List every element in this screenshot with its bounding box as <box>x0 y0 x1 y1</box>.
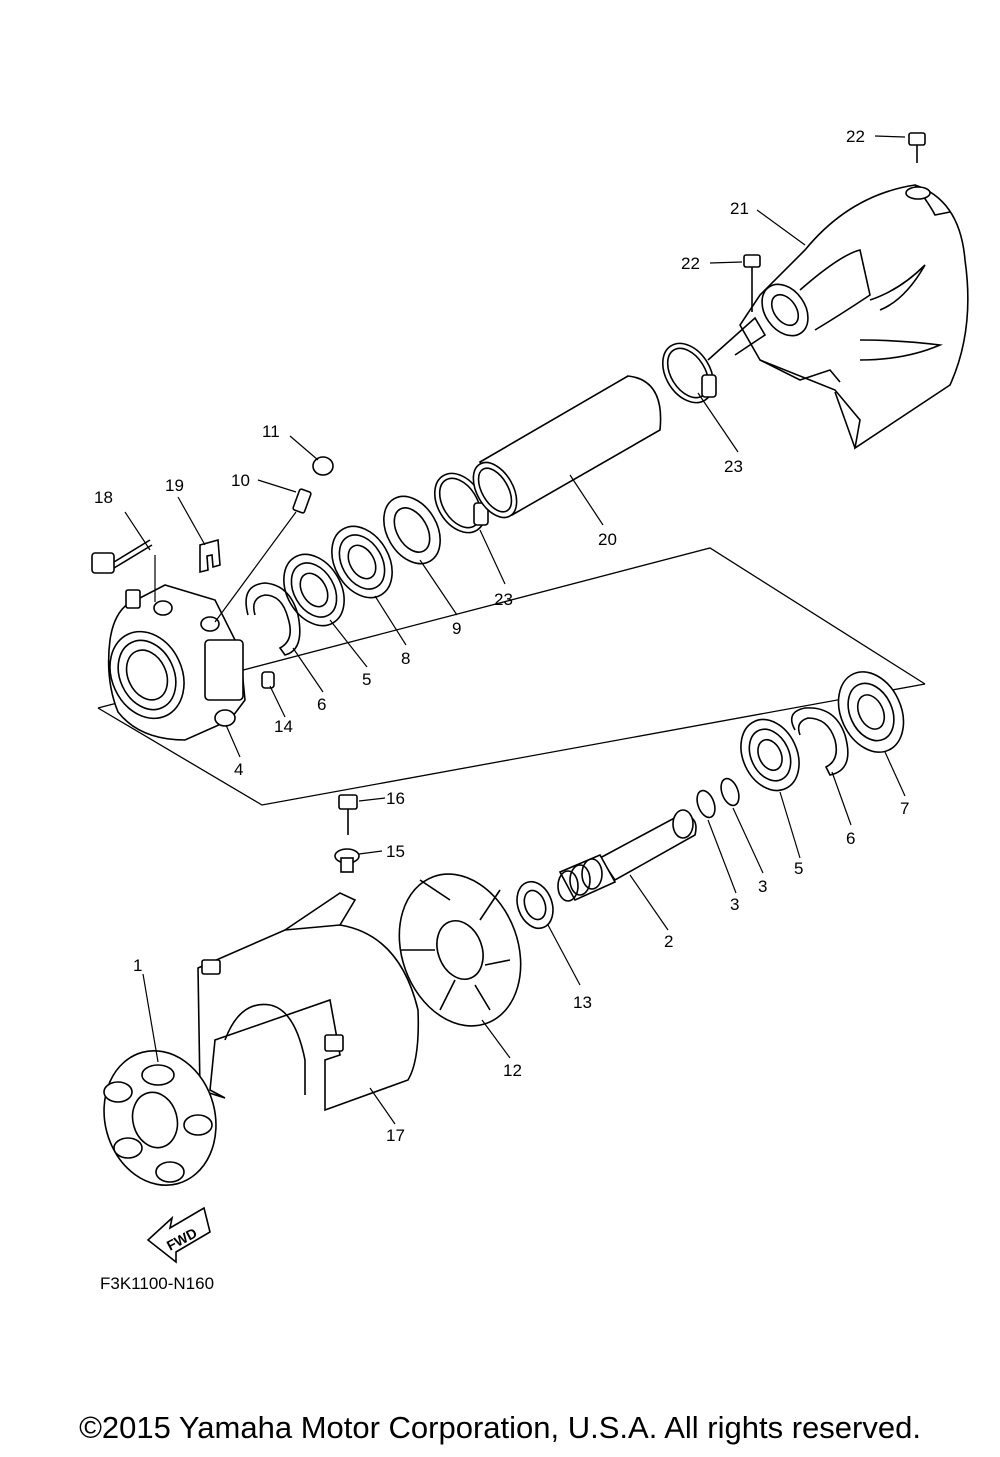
callout-23-right: 23 <box>724 457 743 476</box>
callout-18: 18 <box>94 488 113 507</box>
part-7-bearing <box>837 671 905 753</box>
part-8-bearing <box>331 525 393 599</box>
part-6-circlip-lower <box>790 707 849 776</box>
callout-16: 16 <box>386 789 405 808</box>
callout-20: 20 <box>598 530 617 549</box>
part-15-collar <box>334 848 360 873</box>
callout-22-upper: 22 <box>846 127 865 146</box>
forward-direction-arrow: FWD <box>146 1206 211 1264</box>
callout-3-left: 3 <box>730 895 739 914</box>
callout-15: 15 <box>386 842 405 861</box>
part-9-seal <box>383 495 441 565</box>
callout-14: 14 <box>274 717 293 736</box>
part-4-bearing-housing <box>107 584 246 741</box>
part-17-guide-housing <box>197 892 420 1112</box>
part-11-cap <box>312 456 334 476</box>
part-20-hose <box>472 375 662 519</box>
copyright-notice: ©2015 Yamaha Motor Corporation, U.S.A. A… <box>79 1410 921 1445</box>
part-18-bolt <box>91 539 153 574</box>
callout-11: 11 <box>262 422 280 441</box>
callout-2: 2 <box>664 932 673 951</box>
callout-5-upper: 5 <box>362 670 371 689</box>
part-19-plate <box>199 538 221 574</box>
part-3-o-ring-right <box>720 777 740 807</box>
callout-22-lower: 22 <box>681 254 700 273</box>
part-12-impeller <box>398 873 522 1027</box>
callout-5-lower: 5 <box>794 859 803 878</box>
callout-19: 19 <box>165 476 184 495</box>
callout-6-lower: 6 <box>846 829 855 848</box>
callout-17: 17 <box>386 1126 405 1145</box>
subassembly-frame <box>97 547 926 806</box>
part-2-drive-shaft <box>557 809 697 902</box>
callout-3-right: 3 <box>758 877 767 896</box>
leader-lines <box>124 135 906 1125</box>
part-3-o-ring-left <box>696 789 716 819</box>
callout-numbers: 22 21 22 23 11 10 18 19 20 23 9 8 5 6 14… <box>94 127 909 1145</box>
part-1-coupling <box>103 1049 217 1187</box>
part-16-bolt <box>338 794 358 835</box>
part-10-grease-nipple <box>292 488 312 514</box>
part-13-spacer <box>516 880 554 930</box>
callout-10: 10 <box>231 471 250 490</box>
callout-21: 21 <box>730 199 749 218</box>
callout-6-upper: 6 <box>317 695 326 714</box>
part-21-intermediate-housing <box>707 184 969 450</box>
part-22-bolt-upper <box>908 132 926 163</box>
callout-1: 1 <box>133 956 142 975</box>
part-5-bearing-lower <box>740 718 800 792</box>
callout-23-left: 23 <box>494 590 513 609</box>
callout-13: 13 <box>573 993 592 1012</box>
part-14-pin <box>261 671 275 689</box>
callout-9: 9 <box>452 619 461 638</box>
part-23-hose-clamp-right <box>661 342 717 404</box>
part-22-bolt-lower <box>743 254 761 312</box>
drawing-code: F3K1100-N160 <box>100 1274 214 1293</box>
part-6-circlip-upper <box>245 582 301 656</box>
callout-12: 12 <box>503 1061 522 1080</box>
callout-7: 7 <box>900 799 909 818</box>
callout-8: 8 <box>401 649 410 668</box>
callout-4: 4 <box>234 760 243 779</box>
